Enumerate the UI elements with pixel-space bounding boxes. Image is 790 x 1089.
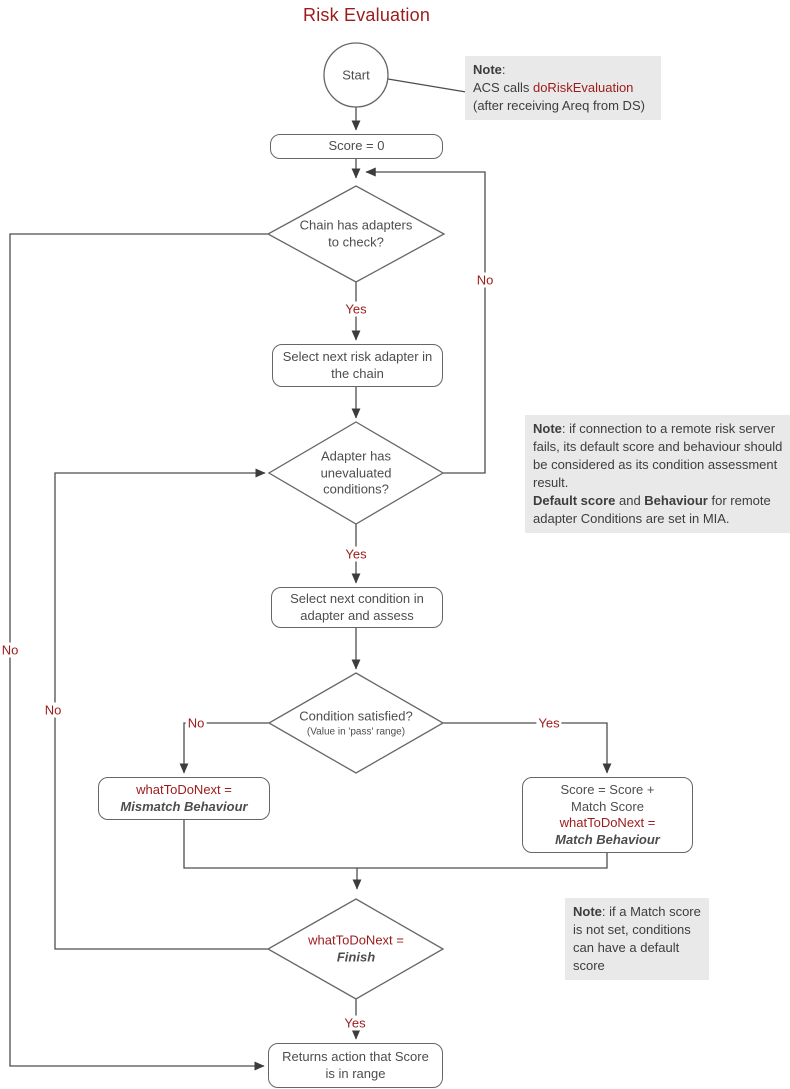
edge-label-d4-yes: Yes <box>342 1015 368 1031</box>
edge-label-d1-yes: Yes <box>343 301 369 317</box>
decision-chain-has-adapters-label: Chain has adapters to check? <box>299 217 413 250</box>
edge-start-to-note1 <box>387 78 467 93</box>
start-terminator-shape <box>323 42 389 108</box>
decision-condition-satisfied-shape <box>267 672 445 774</box>
edge-label-d3-yes: Yes <box>536 715 562 731</box>
node-mismatch-behaviour: whatToDoNext = Mismatch Behaviour <box>98 777 270 820</box>
note-start: Note: ACS calls doRiskEvaluation (after … <box>465 56 661 120</box>
edge-label-d3-no: No <box>185 715 207 731</box>
edge-label-d4-no: No <box>42 702 64 718</box>
edge-label-d2-yes: Yes <box>343 546 369 562</box>
node-returns-action: Returns action that Score is in range <box>268 1043 443 1088</box>
edge-d1-no-loop <box>9 233 269 1071</box>
edge-d4-no-loop <box>54 468 268 950</box>
edge-merge-horizontal <box>183 820 608 869</box>
node-select-adapter: Select next risk adapter in the chain <box>272 344 443 387</box>
decision-whattodonext-finish-shape <box>266 898 445 1000</box>
decision-adapter-has-conditions-label: Adapter has unevaluated conditions? <box>320 448 392 497</box>
page-title: Risk Evaluation <box>303 5 431 25</box>
note-match-score-default: Note: if a Match score is not set, condi… <box>565 898 709 980</box>
edge-label-d1-no: No <box>0 642 21 658</box>
edge-d2-no-loop <box>365 167 486 474</box>
edge-d3-no <box>179 722 269 774</box>
edge-label-d2-no: No <box>474 272 496 288</box>
node-score-init: Score = 0 <box>270 134 443 159</box>
decision-condition-satisfied-label: Condition satisfied? (Value in 'pass' ra… <box>299 708 413 737</box>
decision-whattodonext-finish-label: whatToDoNext = Finish <box>308 932 404 965</box>
edge-d3-yes <box>443 722 612 774</box>
note-remote-risk-server: Note: if connection to a remote risk ser… <box>525 415 790 533</box>
start-node-label: Start <box>342 67 370 83</box>
node-select-condition: Select next condition in adapter and ass… <box>271 587 443 628</box>
decision-chain-has-adapters-shape <box>266 185 446 283</box>
node-match-score: Score = Score + Match Score whatToDoNext… <box>522 777 693 853</box>
decision-adapter-has-conditions-shape <box>267 421 445 525</box>
